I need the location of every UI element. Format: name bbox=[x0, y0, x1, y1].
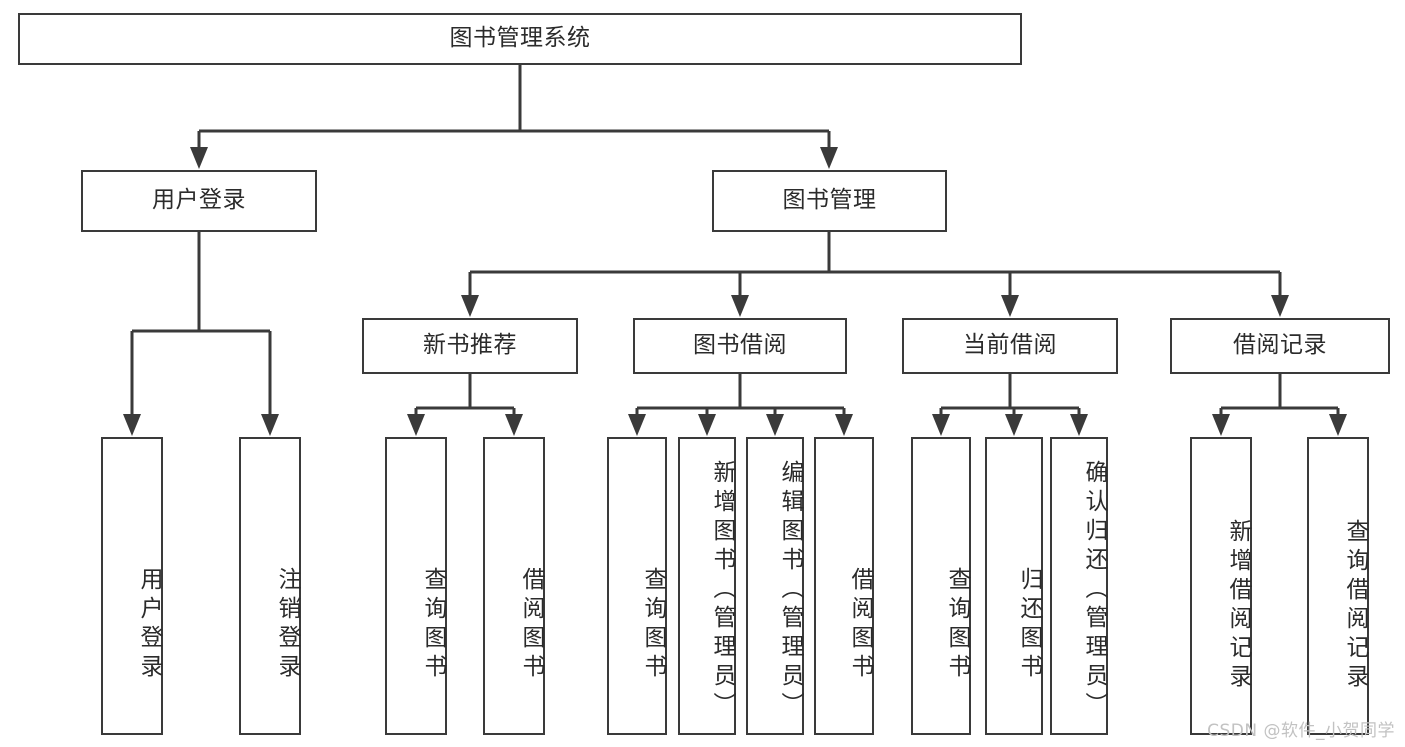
watermark-label: CSDN @软件_小贺同学 bbox=[1207, 721, 1395, 741]
node-borrow[interactable]: 图书借阅 bbox=[633, 318, 847, 374]
node-label: 查询图书 bbox=[640, 567, 666, 683]
node-leaf-bb-query[interactable]: 查询图书 bbox=[607, 437, 667, 735]
node-leaf-nb-borrow[interactable]: 借阅图书 bbox=[483, 437, 545, 735]
node-label: 图书管理系统 bbox=[449, 25, 591, 52]
node-leaf-bb-add[interactable]: 新增图书（管理员） bbox=[678, 437, 736, 735]
node-leaf-bb-borrow[interactable]: 借阅图书 bbox=[814, 437, 874, 735]
node-leaf-rec-add[interactable]: 新增借阅记录 bbox=[1190, 437, 1252, 735]
node-label: 用户登录 bbox=[152, 187, 246, 214]
node-label: 新增图书（管理员） bbox=[709, 459, 735, 721]
node-label: 注销登录 bbox=[274, 567, 300, 683]
node-label: 归还图书 bbox=[1016, 567, 1042, 683]
node-bookmgmt[interactable]: 图书管理 bbox=[712, 170, 947, 232]
node-label: 查询图书 bbox=[944, 567, 970, 683]
node-record[interactable]: 借阅记录 bbox=[1170, 318, 1390, 374]
node-label: 新增借阅记录 bbox=[1225, 519, 1251, 693]
node-label: 用户登录 bbox=[136, 567, 162, 683]
node-label: 图书管理 bbox=[782, 187, 877, 214]
node-label: 新书推荐 bbox=[423, 332, 517, 359]
node-leaf-nb-query[interactable]: 查询图书 bbox=[385, 437, 447, 735]
node-leaf-cur-return[interactable]: 归还图书 bbox=[985, 437, 1043, 735]
node-label: 编辑图书（管理员） bbox=[777, 459, 803, 721]
node-label: 查询借阅记录 bbox=[1342, 519, 1368, 693]
node-leaf-cur-confirm[interactable]: 确认归还（管理员） bbox=[1050, 437, 1108, 735]
node-label: 借阅图书 bbox=[847, 567, 873, 683]
node-label: 借阅记录 bbox=[1233, 332, 1327, 359]
node-leaf-rec-query[interactable]: 查询借阅记录 bbox=[1307, 437, 1369, 735]
node-current[interactable]: 当前借阅 bbox=[902, 318, 1118, 374]
node-label: 借阅图书 bbox=[518, 567, 544, 683]
node-label: 当前借阅 bbox=[963, 332, 1057, 359]
node-label: 图书借阅 bbox=[693, 332, 787, 359]
node-label: 查询图书 bbox=[420, 567, 446, 683]
node-login[interactable]: 用户登录 bbox=[81, 170, 317, 232]
node-label: 确认归还（管理员） bbox=[1081, 459, 1107, 721]
node-leaf-cur-query[interactable]: 查询图书 bbox=[911, 437, 971, 735]
node-leaf-bb-edit[interactable]: 编辑图书（管理员） bbox=[746, 437, 804, 735]
node-leaf-user-login[interactable]: 用户登录 bbox=[101, 437, 163, 735]
node-root[interactable]: 图书管理系统 bbox=[18, 13, 1022, 65]
node-leaf-user-logout[interactable]: 注销登录 bbox=[239, 437, 301, 735]
node-newbook[interactable]: 新书推荐 bbox=[362, 318, 578, 374]
